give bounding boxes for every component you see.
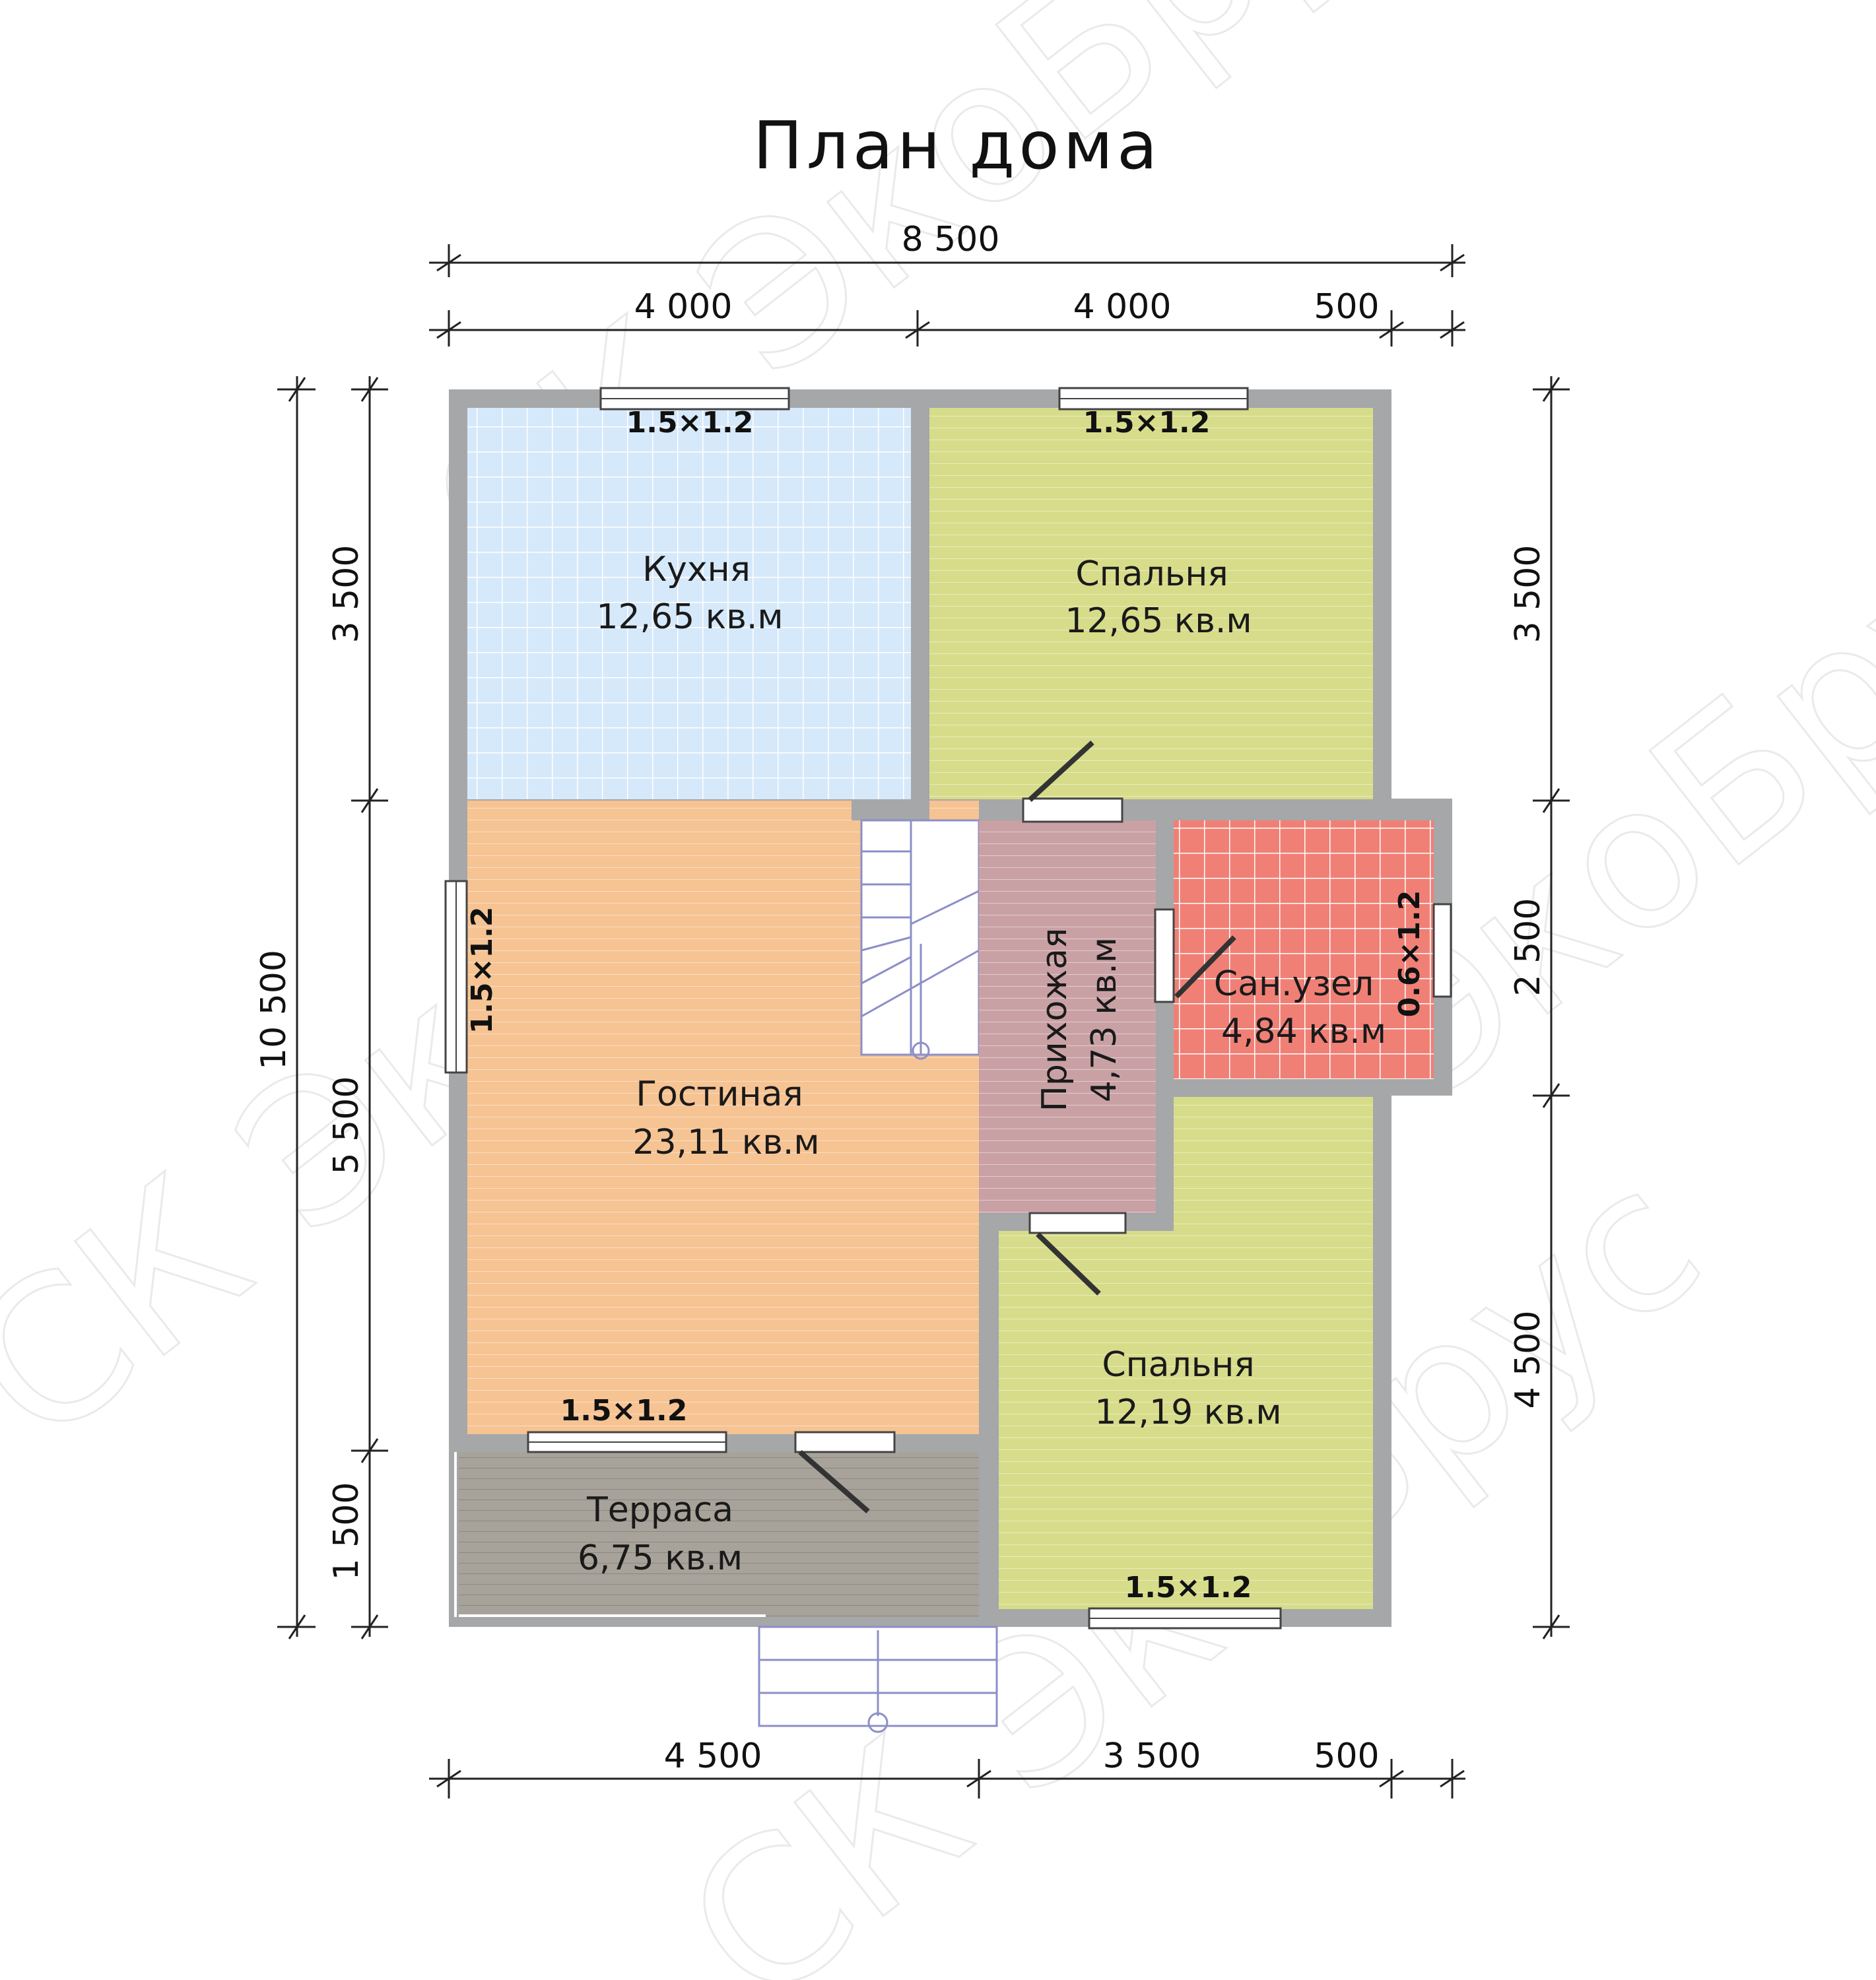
room-area: 23,11 кв.м	[632, 1123, 819, 1162]
room-bedroom-top: Спальня 12,65 кв.м	[929, 408, 1373, 799]
window-label: 1.5×1.2	[1083, 406, 1211, 440]
window-label: 0.6×1.2	[1393, 890, 1426, 1018]
room-kitchen: Кухня 12,65 кв.м	[467, 408, 911, 799]
dimension-label: 4 500	[664, 1736, 762, 1776]
dimension-label: 4 500	[1508, 1311, 1548, 1409]
dimension-label: 8 500	[902, 220, 1000, 259]
window-label: 1.5×1.2	[465, 907, 499, 1034]
staircase	[860, 819, 980, 1060]
dimension-label: 3 500	[1103, 1736, 1201, 1776]
room-name: Спальня	[1075, 554, 1228, 594]
dimension-label: 1 500	[327, 1482, 366, 1581]
dimension-label: 500	[1314, 287, 1379, 327]
room-area: 6,75 кв.м	[578, 1538, 743, 1578]
room-area: 12,19 кв.м	[1094, 1393, 1281, 1432]
windows	[444, 387, 1452, 1630]
room-name: Гостиная	[636, 1074, 803, 1114]
room-bathroom: Сан.узел 4,84 кв.м	[1174, 820, 1434, 1079]
dimension-label: 4 000	[1073, 287, 1172, 327]
room-area: 4,73 кв.м	[1085, 937, 1124, 1102]
doors	[794, 741, 1236, 1514]
room-name: Терраса	[586, 1490, 733, 1530]
room-area: 12,65 кв.м	[1065, 601, 1252, 641]
dimension-label: 5 500	[327, 1076, 366, 1175]
entrance-steps	[758, 1626, 998, 1733]
room-area: 4,84 кв.м	[1221, 1012, 1386, 1051]
room-name: Прихожая	[1035, 928, 1075, 1111]
room-name: Сан.узел	[1214, 964, 1374, 1004]
window-label: 1.5×1.2	[626, 406, 754, 440]
dimension-label: 4 000	[634, 287, 733, 327]
dimension-label: 500	[1314, 1736, 1379, 1776]
plan-title: План дома	[753, 107, 1162, 184]
room-name: Спальня	[1102, 1345, 1254, 1385]
dimension-label: 10 500	[254, 950, 294, 1070]
dimension-label: 2 500	[1508, 898, 1548, 997]
room-name: Кухня	[642, 550, 751, 589]
window-label: 1.5×1.2	[1125, 1571, 1252, 1604]
dimension-label: 3 500	[327, 545, 366, 644]
room-bedroom-bottom: Спальня 12,19 кв.м	[999, 1097, 1373, 1609]
dimension-lines	[277, 244, 1570, 1798]
window-label: 1.5×1.2	[560, 1394, 688, 1428]
room-area: 12,65 кв.м	[596, 597, 783, 637]
room-hall: Прихожая 4,73 кв.м	[979, 820, 1156, 1213]
room-terrace: Терраса 6,75 кв.м	[454, 1452, 979, 1617]
dimension-label: 3 500	[1508, 545, 1548, 644]
room-living: Гостиная 23,11 кв.м	[467, 801, 980, 1434]
